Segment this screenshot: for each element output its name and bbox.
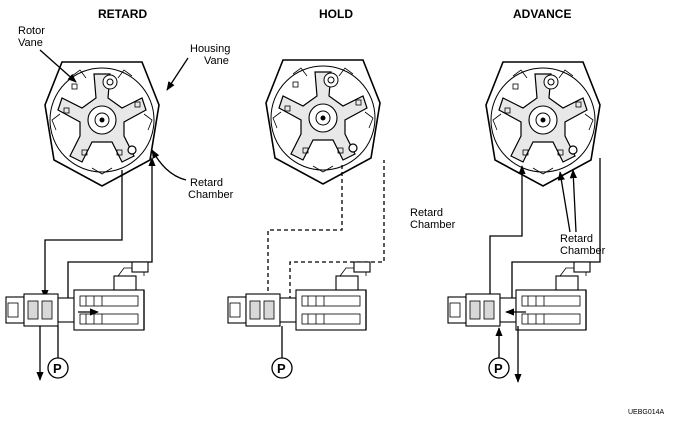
- phaser-hold: [265, 59, 381, 185]
- panel-hold: HOLD Retard Chamber P: [227, 7, 456, 379]
- retard-chamber-leader-3b: [569, 169, 578, 233]
- panel-title-retard: RETARD: [98, 7, 147, 21]
- solenoid-valve-retard: [5, 261, 149, 331]
- housing-vane-label: Housing: [190, 43, 230, 55]
- oil-line-to-valve-retard: [41, 170, 123, 299]
- pressure-source-hold: P: [271, 357, 293, 379]
- retard-chamber-leader-1: [151, 149, 187, 181]
- rotor-vane-label: Rotor: [18, 25, 45, 37]
- retard-chamber-label-3: Retard: [560, 233, 593, 245]
- retard-chamber-label-1: Retard: [190, 177, 223, 189]
- phaser-retard: [44, 61, 160, 187]
- solenoid-valve-advance: [447, 261, 591, 331]
- figure-code: UEBG014A: [628, 409, 665, 416]
- pressure-source-retard: P: [47, 357, 69, 379]
- retard-chamber-leader-3a: [557, 171, 571, 233]
- retard-chamber-label-2: Retard: [410, 207, 443, 219]
- retard-chamber-label-1b: Chamber: [188, 189, 234, 201]
- pressure-label-hold: P: [277, 361, 286, 376]
- panel-title-advance: ADVANCE: [513, 7, 571, 21]
- phaser-advance: [485, 61, 601, 187]
- panel-title-hold: HOLD: [319, 7, 353, 21]
- panel-retard: RETARD Rotor Vane Housing Vane Retard Ch…: [5, 7, 234, 381]
- oil-line-hold-b: [289, 160, 385, 300]
- rotor-vane-leader: [39, 49, 77, 83]
- oil-line-advance-a: [511, 158, 601, 298]
- oil-line-hold-a: [267, 165, 343, 300]
- oil-line-advance-b: [489, 165, 526, 300]
- pressure-label-advance: P: [494, 361, 503, 376]
- pressure-source-advance: P: [488, 357, 510, 379]
- retard-chamber-label-3b: Chamber: [560, 245, 606, 257]
- pressure-label-retard: P: [53, 361, 62, 376]
- housing-vane-leader: [166, 57, 189, 91]
- solenoid-valve-hold: [227, 261, 371, 331]
- housing-vane-label-2: Vane: [204, 55, 229, 67]
- retard-chamber-label-2b: Chamber: [410, 219, 456, 231]
- rotor-vane-label-2: Vane: [18, 37, 43, 49]
- oil-line-to-phaser-retard: [67, 157, 156, 298]
- panel-advance: ADVANCE Retard Chamber P: [447, 7, 606, 383]
